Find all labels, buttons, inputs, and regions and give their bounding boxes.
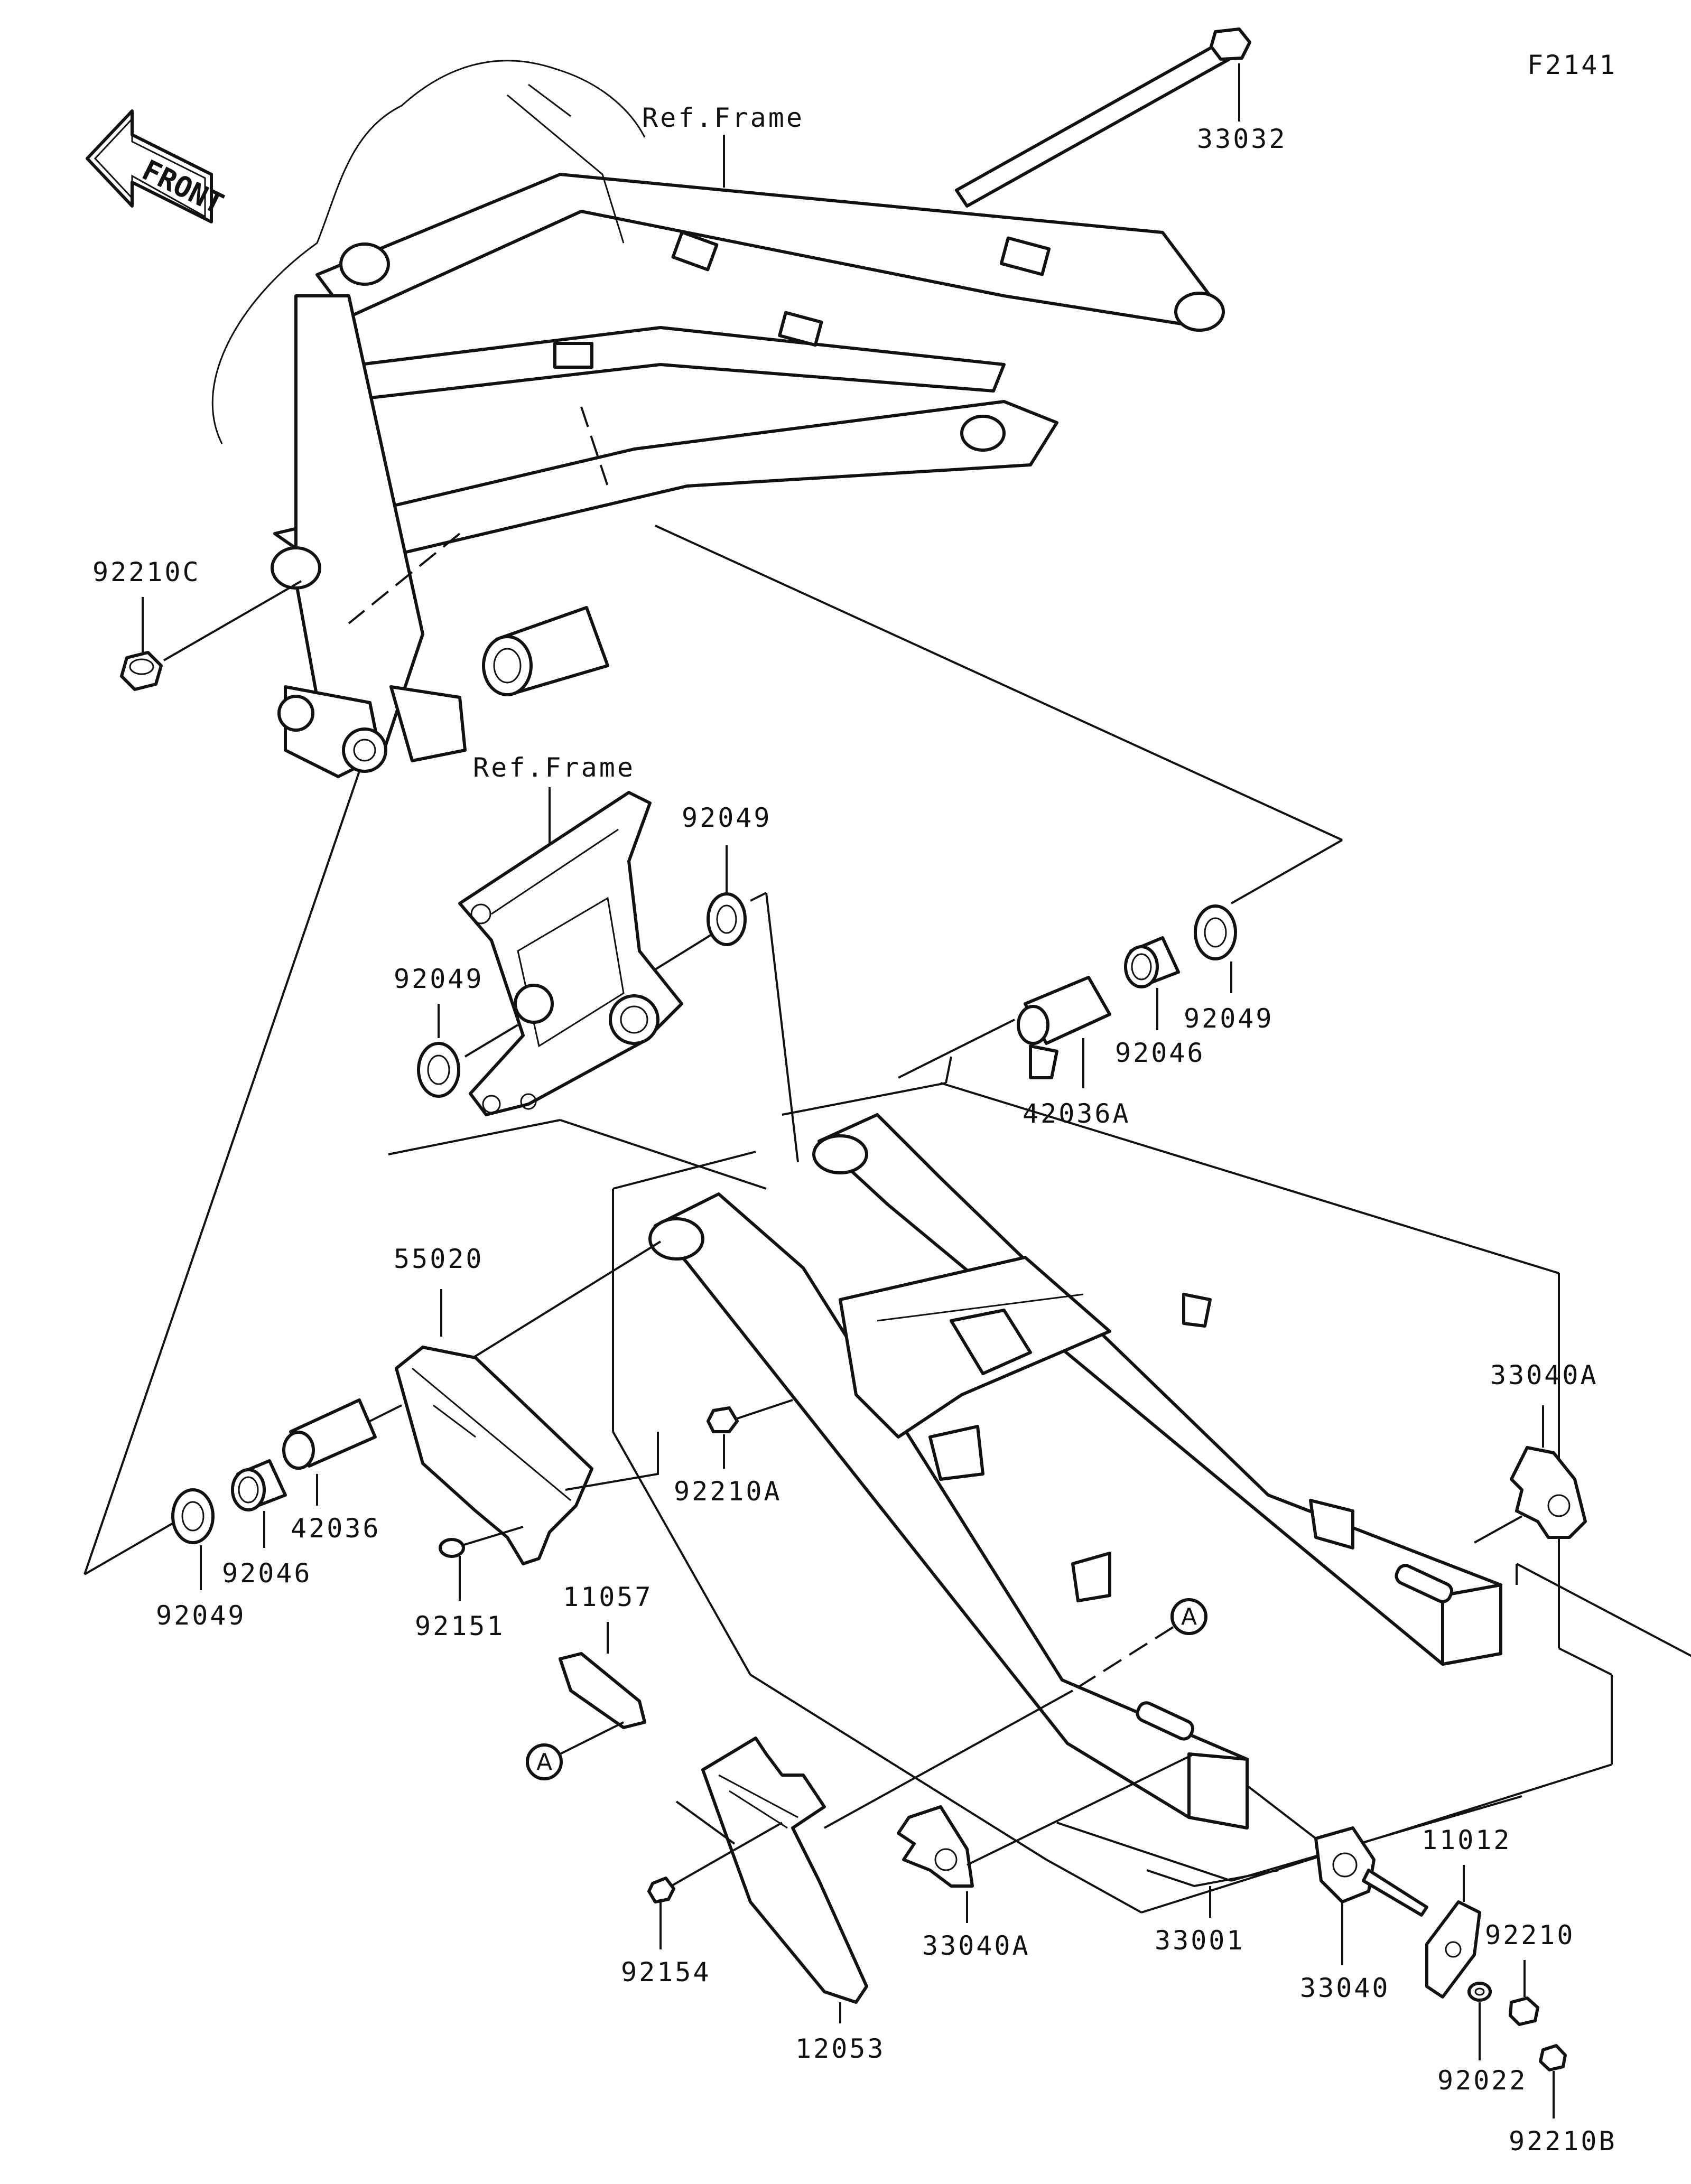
label-92049-bottom: 92049 (156, 1600, 246, 1631)
chain-adjuster-33040 (1314, 1826, 1428, 1917)
label-55020: 55020 (394, 1244, 484, 1274)
label-92151: 92151 (415, 1611, 505, 1641)
ref-frame-label-mid: Ref.Frame (473, 752, 635, 783)
chain-cover-12053 (701, 1737, 868, 2004)
label-92210: 92210 (1485, 1920, 1575, 1950)
chain-adjuster-33040A-bottom (897, 1805, 974, 1888)
label-92022: 92022 (1437, 2065, 1528, 2096)
label-92154: 92154 (621, 1957, 711, 1987)
nut-92210B (1539, 2044, 1567, 2071)
label-11057: 11057 (563, 1582, 653, 1612)
ref-frame-label-top: Ref.Frame (642, 102, 804, 133)
label-33040A-right: 33040A (1490, 1360, 1599, 1390)
label-12053: 12053 (795, 2033, 886, 2064)
label-92049-top: 92049 (682, 802, 772, 833)
swingarm-33001 (648, 1044, 1502, 1830)
label-33040A-bottom: 33040A (922, 1930, 1030, 1961)
label-33001: 33001 (1155, 1925, 1245, 1956)
pivot-shaft-33032 (955, 27, 1251, 208)
svg-text:A: A (536, 1749, 552, 1776)
front-arrow-icon: FRONT (86, 109, 229, 223)
bearing-92046-right (1124, 936, 1180, 988)
marker-a-left: A (526, 1743, 563, 1780)
label-33040: 33040 (1300, 1973, 1390, 2003)
clip-11057 (559, 1652, 646, 1729)
label-42036: 42036 (291, 1513, 381, 1544)
bolt-92151 (439, 1526, 524, 1558)
label-33032: 33032 (1197, 124, 1287, 154)
seal-92049-bottom (171, 1488, 215, 1544)
seal-92049-right (1194, 904, 1237, 960)
plate-11012 (1425, 1900, 1481, 1999)
chain-adjuster-33040A-right (1510, 1446, 1587, 1539)
frame-assembly (211, 60, 1225, 778)
bolt-92154 (647, 1822, 783, 1903)
collar-42036 (282, 1398, 377, 1470)
collar-42036A (1017, 976, 1111, 1045)
nut-92210 (1509, 1996, 1539, 2026)
marker-a-right: A (1170, 1598, 1207, 1635)
diagram-id: F2141 (1527, 50, 1618, 80)
seal-92049-left (417, 1042, 460, 1098)
label-92210C: 92210C (92, 557, 201, 587)
chain-guide-55020 (395, 1346, 593, 1565)
nut-92210C (120, 651, 163, 691)
label-92049-right: 92049 (1184, 1003, 1274, 1034)
label-92210B: 92210B (1509, 2126, 1617, 2157)
seal-92049-top (707, 892, 747, 946)
svg-text:A: A (1181, 1603, 1197, 1630)
label-92046-right: 92046 (1115, 1038, 1205, 1068)
bearing-92046-left (231, 1459, 287, 1511)
label-11012: 11012 (1421, 1825, 1512, 1855)
label-92210A: 92210A (674, 1476, 782, 1507)
washer-92022 (1467, 1982, 1492, 2002)
label-92049-left: 92049 (394, 964, 484, 994)
nut-92210A (707, 1406, 739, 1433)
label-92046-left: 92046 (222, 1558, 312, 1589)
frame-side-plate (458, 791, 683, 1116)
